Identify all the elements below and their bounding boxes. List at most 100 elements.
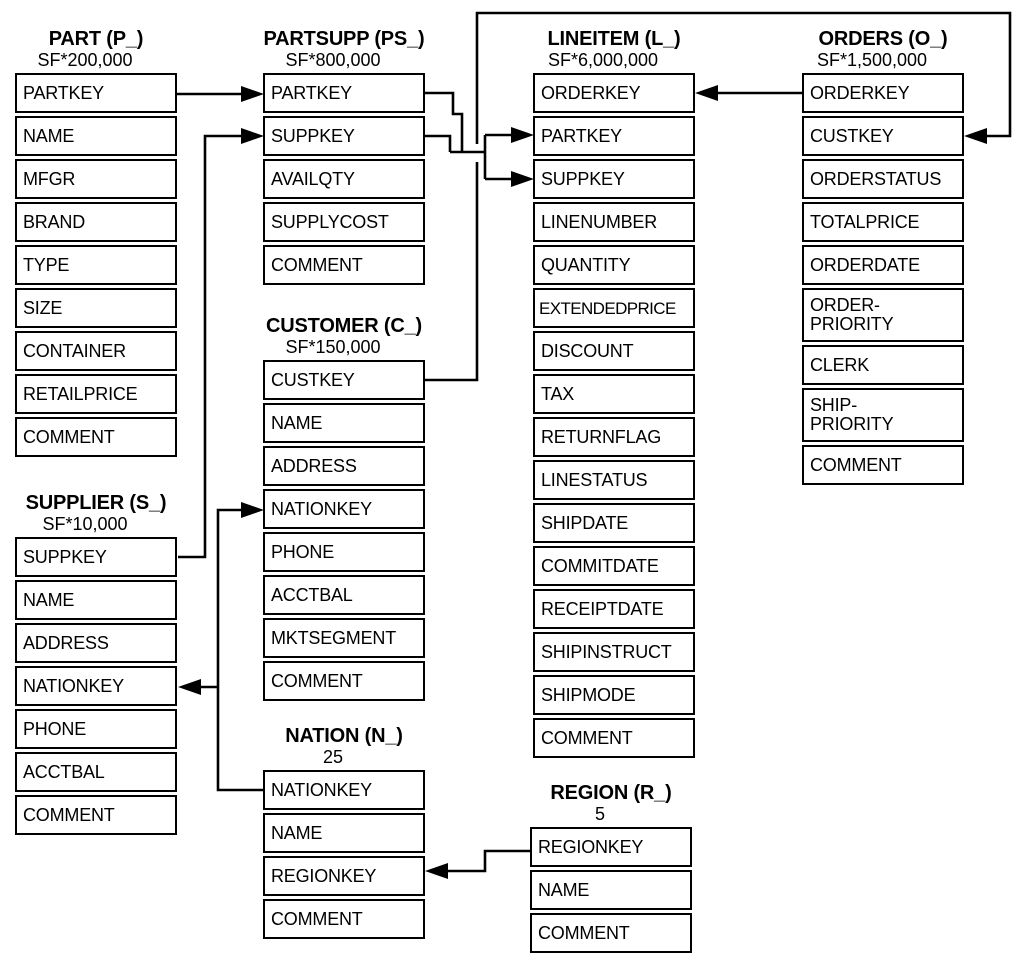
supplier-field-address: ADDRESS	[15, 623, 177, 663]
table-orders-cardinality: SF*1,500,000	[816, 50, 928, 70]
table-lineitem: LINEITEM (L_) SF*6,000,000 ORDERKEY PART…	[533, 28, 695, 758]
partsupp-field-suppkey: SUPPKEY	[263, 116, 425, 156]
arrowhead-right	[241, 86, 264, 102]
customer-field-name: NAME	[263, 403, 425, 443]
table-customer-cardinality: SF*150,000	[285, 337, 381, 357]
connector-line	[425, 91, 464, 152]
nation-field-name: NAME	[263, 813, 425, 853]
fk-arrow-customer-custkey-to-orders-custkey	[425, 11, 1012, 382]
fk-arrow-partsupp-keys-to-lineitem-keys	[425, 91, 534, 187]
customer-field-acctbal: ACCTBAL	[263, 575, 425, 615]
orders-field-comment: COMMENT	[802, 445, 964, 485]
nation-field-comment: COMMENT	[263, 899, 425, 939]
table-part-title: PART (P_)	[48, 28, 144, 50]
connector-line	[425, 162, 479, 382]
lineitem-field-comment: COMMENT	[533, 718, 695, 758]
arrowhead-left	[178, 679, 201, 695]
part-field-brand: BRAND	[15, 202, 177, 242]
table-customer: CUSTOMER (C_) SF*150,000 CUSTKEY NAME AD…	[263, 315, 425, 701]
lineitem-field-linenumber: LINENUMBER	[533, 202, 695, 242]
lineitem-field-orderkey: ORDERKEY	[533, 73, 695, 113]
fk-arrow-region-regionkey-to-nation-regionkey	[425, 849, 530, 879]
customer-field-address: ADDRESS	[263, 446, 425, 486]
lineitem-field-linestatus: LINESTATUS	[533, 460, 695, 500]
arrowhead-right	[241, 128, 264, 144]
part-field-size: SIZE	[15, 288, 177, 328]
table-orders: ORDERS (O_) SF*1,500,000 ORDERKEY CUSTKE…	[802, 28, 964, 485]
region-field-regionkey: REGIONKEY	[530, 827, 692, 867]
part-field-partkey: PARTKEY	[15, 73, 177, 113]
supplier-field-comment: COMMENT	[15, 795, 177, 835]
lineitem-field-suppkey: SUPPKEY	[533, 159, 695, 199]
lineitem-field-shipinstruct: SHIPINSTRUCT	[533, 632, 695, 672]
fk-arrow-orders-orderkey-to-lineitem-orderkey	[695, 85, 802, 101]
connector-line	[425, 134, 452, 152]
partsupp-field-comment: COMMENT	[263, 245, 425, 285]
customer-field-custkey: CUSTKEY	[263, 360, 425, 400]
connector-line	[475, 11, 1012, 144]
supplier-field-nationkey: NATIONKEY	[15, 666, 177, 706]
orders-field-orderdate: ORDERDATE	[802, 245, 964, 285]
table-part-cardinality: SF*200,000	[37, 50, 133, 70]
region-field-name: NAME	[530, 870, 692, 910]
orders-field-totalprice: TOTALPRICE	[802, 202, 964, 242]
customer-field-mktsegment: MKTSEGMENT	[263, 618, 425, 658]
supplier-field-phone: PHONE	[15, 709, 177, 749]
lineitem-field-commitdate: COMMITDATE	[533, 546, 695, 586]
lineitem-field-shipdate: SHIPDATE	[533, 503, 695, 543]
partsupp-field-partkey: PARTKEY	[263, 73, 425, 113]
supplier-field-name: NAME	[15, 580, 177, 620]
lineitem-field-partkey: PARTKEY	[533, 116, 695, 156]
table-region-cardinality: 5	[594, 804, 605, 824]
fk-arrow-nation-nationkey-to-supplier-nationkey	[178, 679, 218, 695]
connector-line	[216, 508, 263, 792]
lineitem-field-discount: DISCOUNT	[533, 331, 695, 371]
orders-field-shippriority: SHIP- PRIORITY	[802, 388, 964, 442]
supplier-field-suppkey: SUPPKEY	[15, 537, 177, 577]
arrowhead-left	[425, 863, 448, 879]
lineitem-field-extendedprice: EXTENDEDPRICE	[533, 288, 695, 328]
orders-field-clerk: CLERK	[802, 345, 964, 385]
table-region-title: REGION (R_)	[550, 782, 672, 804]
lineitem-field-tax: TAX	[533, 374, 695, 414]
table-supplier-title: SUPPLIER (S_)	[25, 492, 167, 514]
arrowhead-left	[695, 85, 718, 101]
table-supplier-cardinality: SF*10,000	[42, 514, 128, 534]
fk-arrow-nation-nationkey-to-customer-nationkey	[216, 502, 264, 792]
table-partsupp: PARTSUPP (PS_) SF*800,000 PARTKEY SUPPKE…	[263, 28, 425, 285]
part-field-retailprice: RETAILPRICE	[15, 374, 177, 414]
table-nation-cardinality: 25	[322, 747, 344, 767]
partsupp-field-availqty: AVAILQTY	[263, 159, 425, 199]
lineitem-field-shipmode: SHIPMODE	[533, 675, 695, 715]
partsupp-field-supplycost: SUPPLYCOST	[263, 202, 425, 242]
customer-field-comment: COMMENT	[263, 661, 425, 701]
orders-field-orderstatus: ORDERSTATUS	[802, 159, 964, 199]
connector-line	[448, 849, 530, 873]
part-field-name: NAME	[15, 116, 177, 156]
region-field-comment: COMMENT	[530, 913, 692, 953]
customer-field-phone: PHONE	[263, 532, 425, 572]
fk-arrow-part-partkey-to-partsupp-partkey	[177, 86, 264, 102]
arrowhead-right	[241, 502, 264, 518]
part-field-comment: COMMENT	[15, 417, 177, 457]
supplier-field-acctbal: ACCTBAL	[15, 752, 177, 792]
table-customer-title: CUSTOMER (C_)	[266, 315, 422, 337]
arrowhead-left	[964, 128, 987, 144]
lineitem-field-receiptdate: RECEIPTDATE	[533, 589, 695, 629]
part-field-container: CONTAINER	[15, 331, 177, 371]
table-nation: NATION (N_) 25 NATIONKEY NAME REGIONKEY …	[263, 725, 425, 939]
arrowhead-right	[511, 127, 534, 143]
table-lineitem-cardinality: SF*6,000,000	[547, 50, 659, 70]
table-partsupp-title: PARTSUPP (PS_)	[263, 28, 425, 50]
customer-field-nationkey: NATIONKEY	[263, 489, 425, 529]
table-part: PART (P_) SF*200,000 PARTKEY NAME MFGR B…	[15, 28, 177, 457]
part-field-mfgr: MFGR	[15, 159, 177, 199]
table-supplier: SUPPLIER (S_) SF*10,000 SUPPKEY NAME ADD…	[15, 492, 177, 835]
fk-arrow-supplier-suppkey-to-partsupp-suppkey	[178, 128, 264, 559]
orders-field-custkey: CUSTKEY	[802, 116, 964, 156]
table-orders-title: ORDERS (O_)	[818, 28, 948, 50]
nation-field-nationkey: NATIONKEY	[263, 770, 425, 810]
orders-field-orderpriority: ORDER- PRIORITY	[802, 288, 964, 342]
